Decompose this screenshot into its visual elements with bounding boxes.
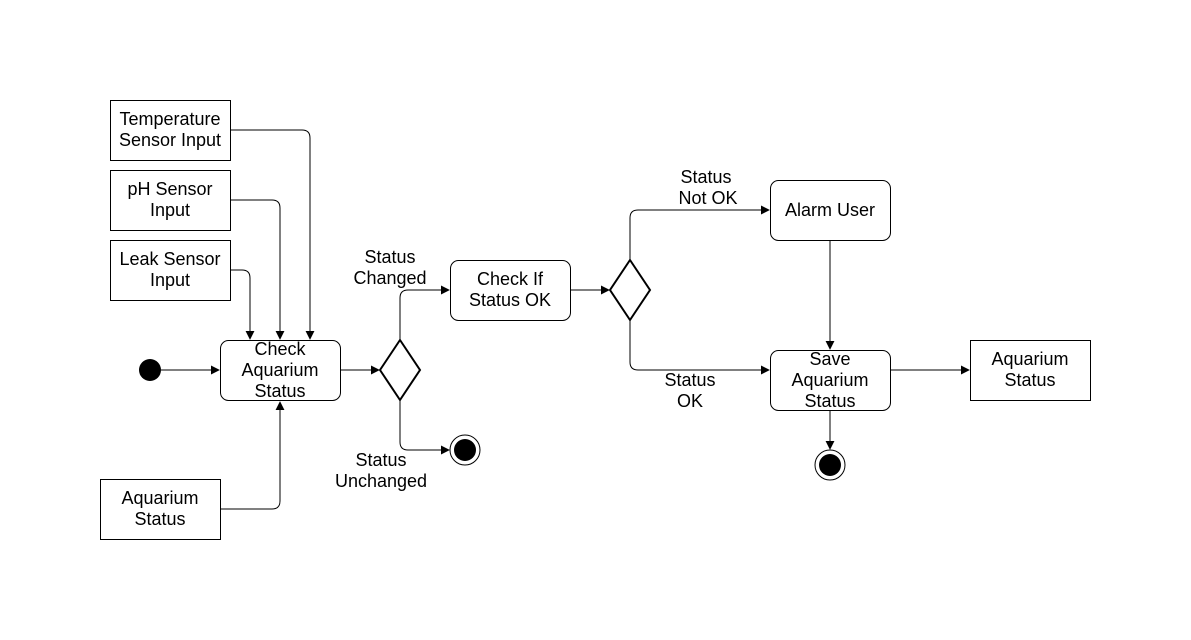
status-unchanged-label-line-2: Unchanged [335, 471, 427, 491]
status-not-ok-label-line-1: Status [680, 167, 731, 187]
edge-decision-to-check-ok [399, 285, 450, 340]
temperature-sensor-input-node: Temperature Sensor Input [110, 100, 231, 161]
temperature-sensor-label-line-1: Temperature [119, 109, 220, 129]
status-ok-label-line-2: OK [677, 391, 703, 411]
edge-leak-sensor-to-check-status [231, 269, 255, 340]
status-unchanged-label-line-1: Status [355, 450, 406, 470]
alarm-user-label: Alarm User [785, 200, 875, 220]
edge-label-status-ok: Status OK [664, 370, 715, 411]
temperature-sensor-label-line-2: Sensor Input [119, 130, 221, 150]
aquarium-status-output-label-line-1: Aquarium [991, 349, 1068, 369]
save-aquarium-status-label-line-2: Aquarium [791, 370, 868, 390]
aquarium-status-output-label-line-2: Status [1004, 370, 1055, 390]
save-aquarium-status-label-line-3: Status [804, 391, 855, 411]
check-if-status-ok-label-line-1: Check If [477, 269, 544, 289]
status-changed-label-line-1: Status [364, 247, 415, 267]
status-ok-decision [608, 258, 652, 322]
check-aquarium-status-label-line-2: Aquarium [241, 360, 318, 380]
check-aquarium-status-action: Check Aquarium Status [220, 339, 341, 401]
status-changed-decision [378, 338, 422, 402]
final-node-save [814, 449, 846, 481]
ph-sensor-input-node: pH Sensor Input [110, 170, 231, 231]
final-node-unchanged [449, 434, 481, 466]
ph-sensor-label-line-2: Input [150, 200, 190, 220]
edge-status-input-to-check-status [221, 401, 285, 510]
leak-sensor-label-line-1: Leak Sensor [119, 249, 220, 269]
initial-node [139, 359, 161, 381]
edge-decision-to-end [399, 400, 450, 455]
edge-label-status-not-ok: Status Not OK [678, 167, 737, 208]
edge-ph-sensor-to-check-status [231, 199, 285, 340]
check-aquarium-status-label-line-1: Check [254, 339, 306, 359]
status-not-ok-label-line-2: Not OK [678, 188, 737, 208]
edge-decision-to-save [629, 320, 770, 375]
leak-sensor-label-line-2: Input [150, 270, 190, 290]
status-ok-label-line-1: Status [664, 370, 715, 390]
aquarium-status-output-node: Aquarium Status [970, 340, 1091, 401]
aquarium-status-input-label-line-1: Aquarium [121, 488, 198, 508]
check-aquarium-status-label-line-3: Status [254, 381, 305, 401]
ph-sensor-label-line-1: pH Sensor [127, 179, 212, 199]
aquarium-status-input-label-line-2: Status [134, 509, 185, 529]
edge-label-status-changed: Status Changed [353, 247, 426, 288]
aquarium-status-input-node: Aquarium Status [100, 479, 221, 540]
edge-decision-to-alarm [629, 205, 770, 260]
leak-sensor-input-node: Leak Sensor Input [110, 240, 231, 301]
save-aquarium-status-action: Save Aquarium Status [770, 349, 891, 411]
check-if-status-ok-action: Check If Status OK [450, 260, 571, 321]
edges [161, 129, 970, 510]
save-aquarium-status-label-line-1: Save [809, 349, 850, 369]
check-if-status-ok-label-line-2: Status OK [469, 290, 551, 310]
status-changed-label-line-2: Changed [353, 268, 426, 288]
alarm-user-action: Alarm User [770, 180, 891, 241]
edge-temp-sensor-to-check-status [231, 129, 315, 340]
edge-label-status-unchanged: Status Unchanged [335, 450, 427, 491]
